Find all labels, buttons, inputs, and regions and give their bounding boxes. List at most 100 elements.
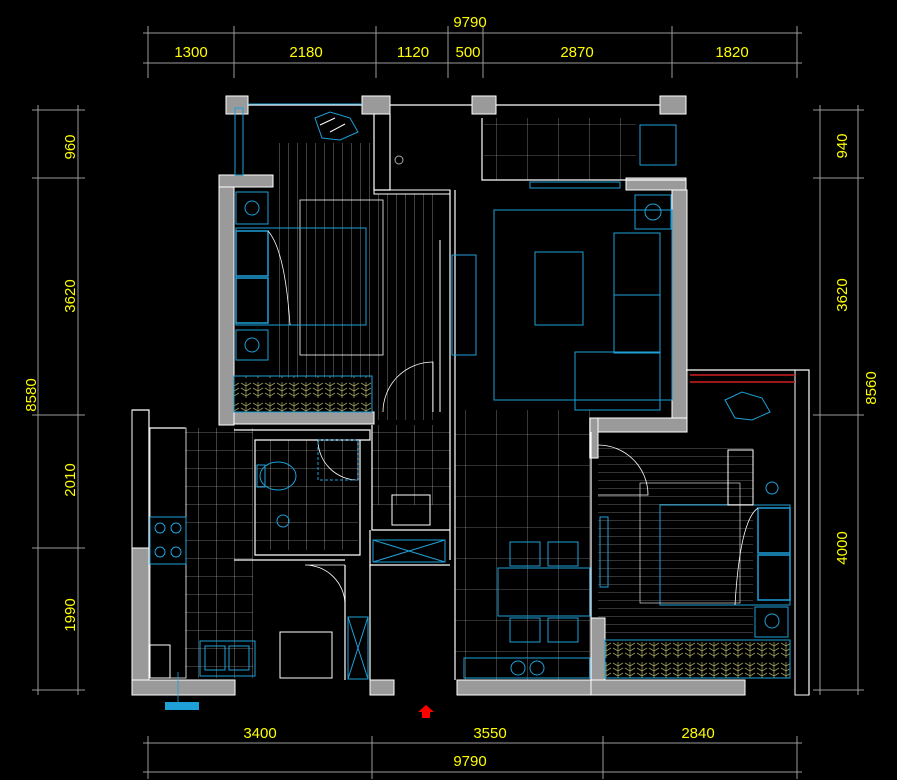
top-dim-4: 500 [455, 44, 480, 61]
left-dim-1: 960 [62, 134, 79, 159]
lamp-icon [764, 613, 780, 629]
left-dim-4: 1990 [62, 598, 79, 631]
bed-2-frame [639, 482, 741, 604]
dining-chair [509, 541, 541, 567]
gas-stove-icon [149, 516, 187, 565]
bottom-dim-2: 3550 [473, 725, 506, 742]
wall-corner-n2 [471, 95, 497, 115]
dining-tile-floor [455, 410, 590, 680]
lamp-icon [244, 337, 260, 353]
wall-entrance-west [369, 679, 395, 696]
top-dim-3: 1120 [397, 44, 429, 61]
right-segment-labels: 940 3620 4000 [834, 133, 851, 564]
kitchen-sink-icon [199, 640, 256, 677]
left-dim-3: 2010 [62, 463, 79, 496]
wall-bedroom2-door-jamb [589, 417, 599, 459]
entrance-cabinet [463, 657, 591, 679]
lounge-chair [314, 111, 359, 141]
floor-drain [276, 514, 290, 528]
dining-chair [509, 617, 541, 643]
nightstand-2 [235, 329, 269, 361]
wardrobe-bedroom-1 [233, 375, 373, 413]
left-total-dimension: 8580 [23, 378, 40, 411]
bedroom-1-wardrobe-frame [299, 199, 384, 356]
wall-kitchen-south [131, 679, 236, 696]
sofa-main [613, 232, 661, 354]
bottom-dim-3: 2840 [681, 725, 714, 742]
laundry-basin [391, 494, 431, 526]
wall-kitchen-west [131, 547, 150, 696]
cyan-tag-marker [165, 702, 199, 710]
kitchen-tile-floor [185, 428, 253, 678]
nightstand-3 [754, 606, 789, 638]
wall-entrance-east [456, 679, 592, 696]
bedroom-2-wood-floor [598, 445, 753, 635]
door-bedroom-1 [382, 361, 434, 413]
entrance-arrow-icon [418, 705, 434, 718]
shoe-cabinet [347, 616, 369, 680]
lamp-icon [244, 200, 260, 216]
dining-table [497, 567, 591, 617]
lamp-icon [765, 481, 779, 495]
coffee-table [534, 251, 584, 326]
side-table [634, 194, 672, 230]
dining-chair [547, 617, 579, 643]
balcony-railing-west [234, 107, 244, 176]
corridor-wood-floor [378, 190, 440, 420]
bottom-segment-labels: 3400 3550 2840 [243, 725, 714, 742]
laundry-tile-floor [372, 425, 450, 505]
bedroom-2-desk [727, 449, 754, 506]
wall-corner-n1 [361, 95, 391, 115]
right-total-dimension: 8560 [863, 371, 880, 404]
toilet-icon [259, 461, 297, 491]
right-dimension-chain [813, 105, 864, 695]
right-dim-3: 4000 [834, 531, 851, 564]
tv-cabinet [451, 254, 477, 356]
refrigerator [279, 631, 333, 679]
furniture [149, 103, 795, 680]
wardrobe-bedroom-2 [604, 639, 791, 679]
living-area-rug [493, 209, 673, 401]
bottom-dimension-chain [143, 736, 802, 779]
lamp-icon [644, 203, 662, 221]
left-dim-2: 3620 [62, 279, 79, 312]
bed-1-pillow-top [235, 230, 269, 277]
bed-2-pillow-bottom [757, 554, 791, 601]
top-dim-5: 2870 [560, 44, 593, 61]
top-dimension-chain [143, 26, 802, 78]
door-bedroom-2 [597, 444, 649, 496]
chaise-lounge [574, 351, 661, 411]
lounge-chair-2 [724, 391, 771, 421]
wall-living-south [590, 417, 688, 433]
sofa-cushion [613, 294, 661, 354]
wall-bedroom1-south [233, 411, 375, 425]
left-segment-labels: 960 3620 2010 1990 [62, 134, 79, 631]
wall-living-north-stub [625, 177, 687, 191]
wall-bedroom2-east [794, 369, 810, 696]
washing-machine [639, 124, 677, 166]
wall-living-east [671, 189, 688, 431]
top-segment-labels: 1300 2180 1120 500 2870 1820 [174, 44, 748, 61]
door-kitchen [304, 564, 346, 606]
bed-1-pillow-bottom [235, 277, 269, 324]
wall-bedroom1-west [218, 174, 235, 426]
wall-outlines [132, 104, 810, 695]
bottom-dim-1: 3400 [243, 725, 276, 742]
bottom-total-dimension: 9790 [453, 753, 486, 770]
bathroom-tile-floor [255, 440, 358, 550]
left-dimension-chain [32, 105, 85, 695]
wall-bedroom2-south [590, 679, 746, 696]
wall-bedroom1-north-stub [218, 174, 274, 188]
bedroom-2-closet-door [599, 516, 609, 588]
wall-corner-ne [659, 95, 687, 115]
bedroom-1-wood-floor [272, 143, 376, 378]
dining-chair [547, 541, 579, 567]
trash-bin [149, 644, 171, 679]
top-dim-6: 1820 [715, 44, 748, 61]
balcony-tile-floor [484, 118, 636, 180]
shower-area [317, 439, 359, 481]
right-dim-1: 940 [834, 133, 851, 158]
wall-corner-nw [225, 95, 249, 115]
nightstand-1 [235, 191, 269, 225]
